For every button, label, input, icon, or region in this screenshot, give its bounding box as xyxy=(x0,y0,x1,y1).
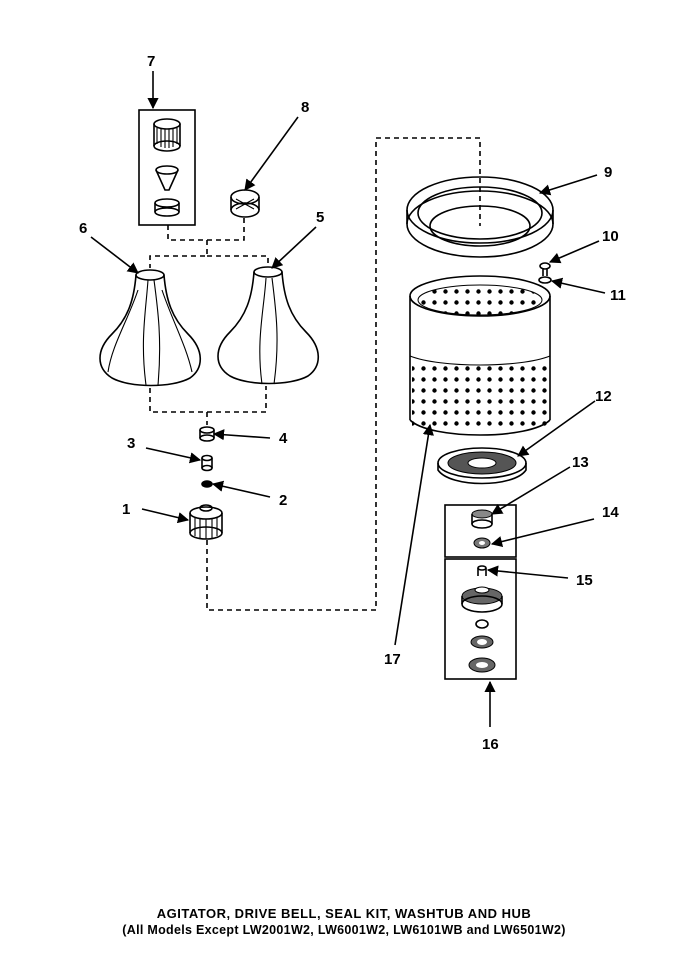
callout-9: 9 xyxy=(604,164,612,181)
coupling-part-1 xyxy=(189,504,223,540)
hub-plate-part-12 xyxy=(437,447,527,485)
filter-kit-part-7 xyxy=(138,109,196,226)
callout-10: 10 xyxy=(602,228,619,245)
diagram-subtitle: (All Models Except LW2001W2, LW6001W2, L… xyxy=(122,923,566,937)
spring-part-15 xyxy=(477,565,487,576)
callout-11: 11 xyxy=(610,287,626,304)
washer-part-2 xyxy=(201,480,213,488)
callout-3: 3 xyxy=(127,435,135,452)
callout-6: 6 xyxy=(79,220,87,237)
washtub-part-17 xyxy=(409,275,551,436)
seal-kit-part-16 xyxy=(461,586,503,673)
bolt-part-3 xyxy=(201,454,213,472)
nut-part-13 xyxy=(471,509,493,529)
agitator-part-6 xyxy=(99,269,202,387)
callout-15: 15 xyxy=(576,572,593,589)
screw-part-10 xyxy=(539,262,551,276)
nut-part-4 xyxy=(199,426,215,442)
callout-labels: 7 8 6 5 9 10 11 12 13 14 15 16 17 4 3 2 … xyxy=(79,53,626,753)
leader-lines xyxy=(90,71,606,727)
callout-4: 4 xyxy=(279,430,288,447)
nut-part-14 xyxy=(473,537,491,549)
diagram-title: AGITATOR, DRIVE BELL, SEAL KIT, WASHTUB … xyxy=(156,906,532,921)
callout-12: 12 xyxy=(595,388,612,405)
cap-part-8 xyxy=(230,189,260,218)
callout-2: 2 xyxy=(279,492,287,509)
callout-1: 1 xyxy=(122,501,130,518)
callout-8: 8 xyxy=(301,99,309,116)
washer-part-11 xyxy=(538,276,552,284)
callout-13: 13 xyxy=(572,454,589,471)
agitator-part-5 xyxy=(217,266,320,385)
callout-16: 16 xyxy=(482,736,499,753)
callout-5: 5 xyxy=(316,209,324,226)
callout-17: 17 xyxy=(384,651,401,668)
tub-ring-part-9 xyxy=(406,176,554,258)
callout-14: 14 xyxy=(602,504,619,521)
callout-7: 7 xyxy=(147,53,155,70)
